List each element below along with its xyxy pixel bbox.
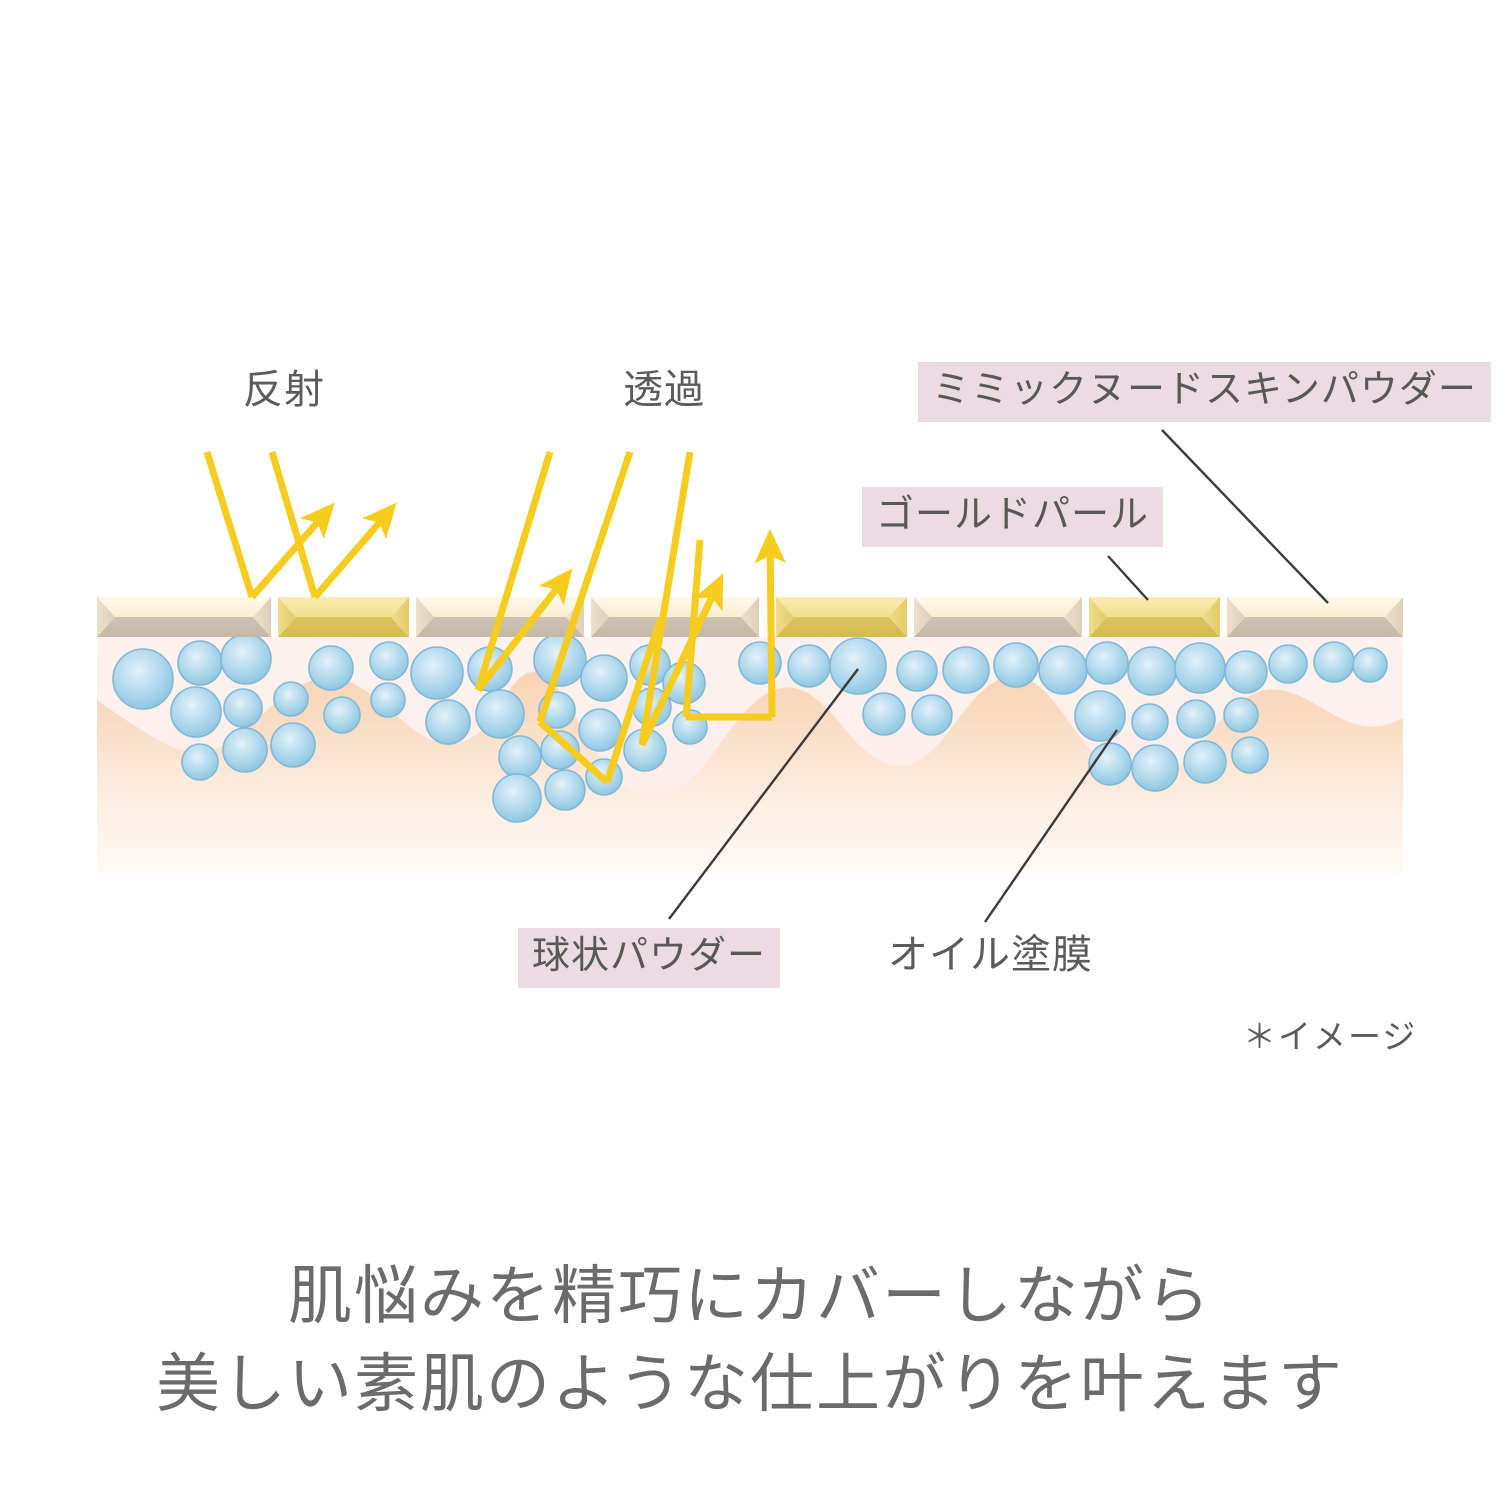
transmission-ray-out: [638, 573, 724, 747]
powder-sphere: [1085, 641, 1129, 685]
powder-sphere: [112, 648, 174, 710]
powder-sphere: [273, 681, 309, 717]
powder-sphere: [544, 769, 586, 811]
powder-sphere: [1127, 646, 1177, 696]
caption-line-1: 肌悩みを精巧にカバーしながら: [288, 1260, 1212, 1332]
label-oil-film: オイル塗膜: [888, 933, 1093, 977]
powder-sphere: [492, 773, 542, 823]
transmission-ray-out: [475, 568, 573, 693]
powder-sphere: [829, 637, 887, 695]
leader-line-group: [668, 429, 1329, 923]
powder-sphere: [942, 646, 990, 694]
transmission-ray-in: [682, 539, 704, 718]
skin-body: [97, 637, 1403, 873]
powder-sphere: [993, 642, 1039, 688]
powder-sphere: [578, 708, 622, 752]
powder-sphere: [1224, 650, 1268, 694]
powder-sphere: [1268, 644, 1308, 684]
transmission-ray-in: [474, 450, 554, 692]
powder-sphere: [1088, 742, 1132, 786]
powder-sphere: [223, 688, 263, 728]
pearl-bar-cream: [591, 597, 759, 637]
label-transmission: 透過: [623, 368, 705, 412]
powder-sphere: [410, 646, 464, 700]
reflection-ray-out: [249, 502, 335, 600]
powder-sphere: [323, 696, 361, 734]
light-ray-group: [203, 450, 787, 785]
pearl-bar-cream: [914, 597, 1082, 637]
powder-sphere: [1352, 647, 1388, 683]
spherical-powder-group: [112, 637, 1388, 823]
powder-sphere: [170, 686, 222, 738]
leader-spherical: [668, 668, 859, 920]
powder-sphere: [222, 727, 268, 773]
powder-sphere: [425, 699, 471, 745]
powder-sphere: [540, 730, 580, 770]
pearl-bar-gold: [278, 597, 409, 637]
label-mimic-nude-skin-powder: ミミックヌードスキンパウダー: [918, 362, 1491, 422]
reflection-ray: [268, 451, 319, 598]
powder-sphere: [220, 637, 272, 685]
powder-sphere: [1183, 740, 1227, 784]
powder-sphere: [862, 692, 906, 736]
powder-sphere: [369, 641, 409, 681]
leader-oil-film: [984, 729, 1118, 923]
caption-line-2: 美しい素肌のような仕上がりを叶えます: [156, 1348, 1344, 1421]
label-reflection: 反射: [243, 368, 325, 412]
leader-gold-pearl: [1107, 555, 1149, 601]
transmission-ray-in: [536, 450, 634, 724]
powder-sphere: [498, 735, 542, 779]
powder-sphere: [1131, 744, 1179, 792]
pearl-bar-gold: [776, 597, 907, 637]
powder-sphere: [1038, 645, 1088, 695]
powder-sphere: [1231, 736, 1269, 774]
pearl-bar-row: [97, 597, 1403, 637]
powder-sphere: [1223, 697, 1259, 733]
label-gold-pearl: ゴールドパール: [862, 487, 1164, 547]
reflection-ray: [203, 450, 256, 599]
caption-block: 肌悩みを精巧にカバーしながら 美しい素肌のような仕上がりを叶えます: [0, 1252, 1500, 1429]
leader-mimic-powder: [1161, 429, 1329, 604]
image-disclaimer-note: ＊イメージ: [1243, 1018, 1418, 1055]
pearl-bar-gold: [1089, 597, 1220, 637]
transmission-ray-up: [603, 618, 664, 784]
pearl-bar-cream: [97, 597, 271, 637]
powder-sphere: [896, 650, 938, 692]
powder-sphere: [911, 694, 953, 736]
pearl-bar-cream: [1227, 597, 1403, 637]
powder-sphere: [787, 644, 831, 688]
powder-sphere: [1176, 699, 1216, 739]
transmission-ray-deep: [537, 719, 610, 785]
powder-sphere: [580, 654, 628, 702]
label-spherical-powder: 球状パウダー: [518, 928, 781, 988]
powder-sphere: [1313, 641, 1355, 683]
powder-sphere: [1074, 690, 1126, 742]
powder-sphere: [1131, 703, 1169, 741]
transmission-ray-out: [754, 528, 787, 718]
powder-sphere: [270, 722, 316, 768]
powder-sphere: [1174, 642, 1226, 694]
powder-sphere: [181, 743, 219, 781]
powder-sphere: [370, 682, 406, 718]
powder-sphere: [308, 645, 354, 691]
transmission-ray-in: [638, 451, 694, 746]
reflection-ray-out: [312, 502, 397, 600]
powder-sphere: [177, 640, 223, 686]
powder-sphere: [475, 689, 525, 739]
